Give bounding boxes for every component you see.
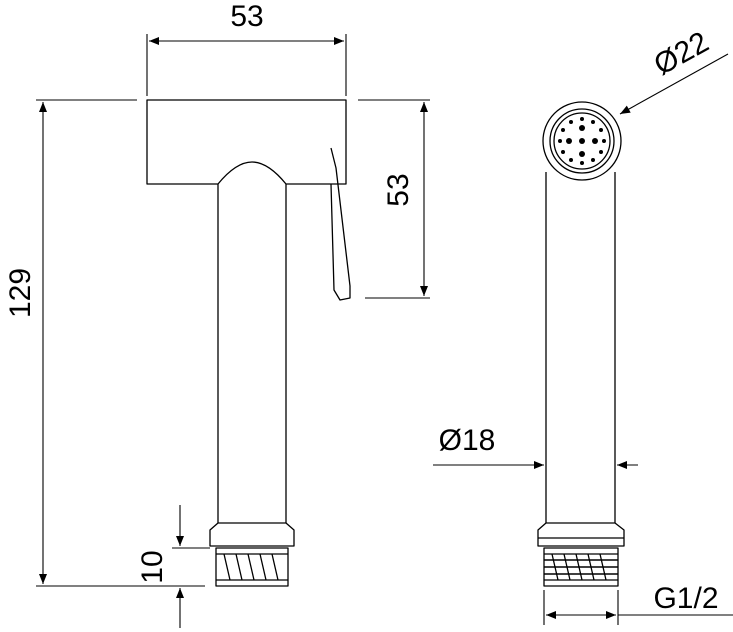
- dim-top-width: 53: [230, 0, 263, 33]
- trigger-lever: [330, 147, 351, 301]
- spray-head-outline: [146, 99, 347, 185]
- handle-body: [217, 184, 287, 523]
- dim-thread-length: 10: [136, 550, 169, 583]
- dim-body-diameter: Ø18: [439, 424, 496, 457]
- dim-thread-size: G1/2: [653, 582, 718, 615]
- dim-head-height: 53: [382, 173, 415, 206]
- dim-head-diameter: Ø22: [649, 26, 715, 82]
- spray-face-inner: [553, 112, 611, 170]
- connector-collar: [209, 522, 295, 547]
- thread-front: [543, 547, 619, 587]
- body-tube: [545, 172, 616, 523]
- thread-side: [215, 547, 289, 587]
- side-view: 53 129 53 10: [4, 0, 430, 628]
- front-collar: [537, 522, 625, 547]
- front-view: Ø22 Ø18 G1/2: [433, 26, 733, 625]
- spray-face-outer: [542, 101, 622, 181]
- spray-face-ring: [549, 108, 615, 174]
- spray-nozzle-holes: [558, 117, 606, 165]
- dim-overall-height: 129: [4, 268, 37, 318]
